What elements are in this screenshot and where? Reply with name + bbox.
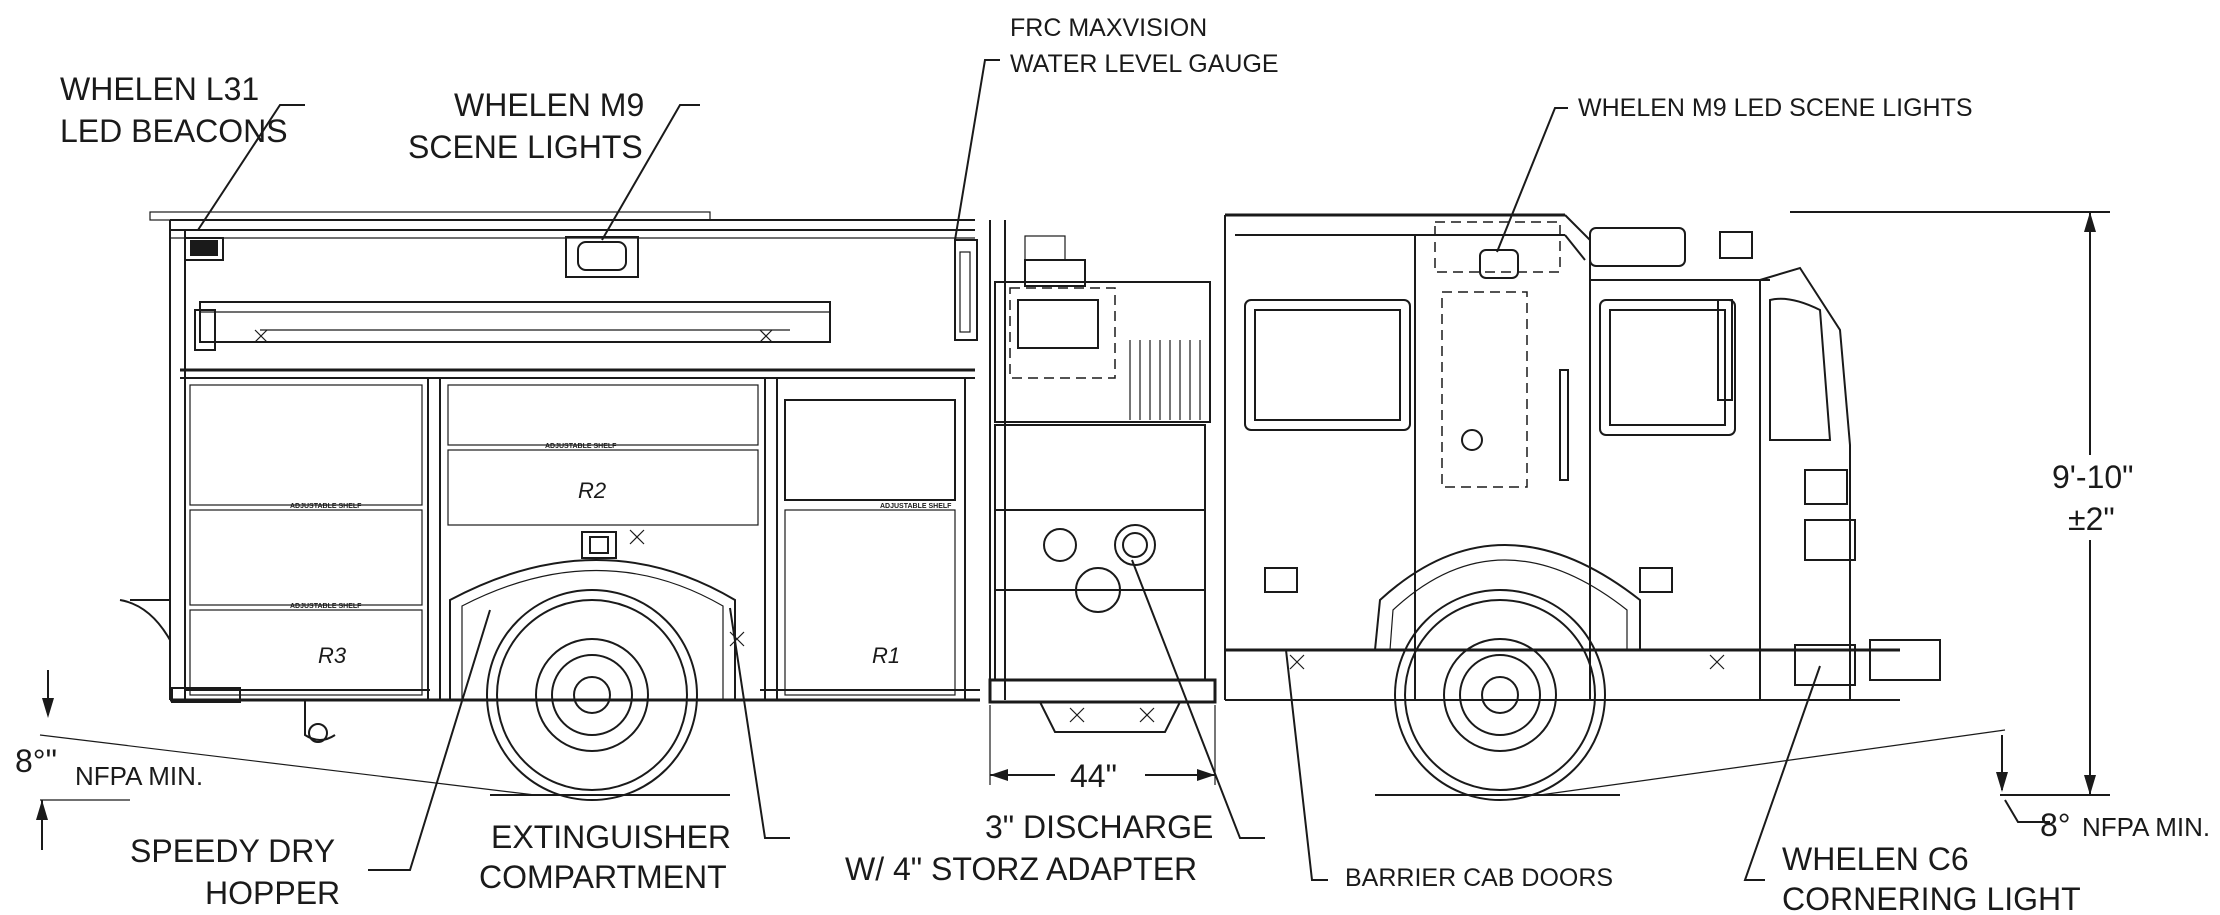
- extinguisher-label-line1: EXTINGUISHER: [491, 819, 731, 855]
- front-angle-note: NFPA MIN.: [2082, 812, 2210, 842]
- hatch-symbols: [254, 329, 1725, 723]
- l31-label-line2: LED BEACONS: [60, 113, 288, 149]
- m9-label-line2: SCENE LIGHTS: [408, 129, 643, 165]
- shelf-label-r3-lower: ADJUSTABLE SHELF: [290, 603, 362, 610]
- barrier-label: BARRIER CAB DOORS: [1345, 864, 1613, 892]
- dimension-labels: 9'-10" ±2" 8°" NFPA MIN. 8° NFPA MIN. 44…: [15, 459, 2210, 843]
- speedy-dry-label-line1: SPEEDY DRY: [130, 833, 335, 869]
- louver-grille: [1129, 340, 1201, 420]
- c6-label-line1: WHELEN C6: [1782, 841, 1969, 877]
- speedy-dry-label-line2: HOPPER: [205, 875, 340, 911]
- r3-label: R3: [318, 643, 347, 668]
- shelf-label-r1: ADJUSTABLE SHELF: [880, 503, 952, 510]
- leader-lines: [197, 59, 2050, 881]
- front-wheel: [1394, 589, 1606, 801]
- discharge-label-line1: 3" DISCHARGE: [985, 809, 1213, 845]
- width-44-value: 44": [1070, 758, 1117, 794]
- r1-label: R1: [872, 643, 900, 668]
- rear-angle-value: 8°": [15, 743, 57, 779]
- shelf-label-r2: ADJUSTABLE SHELF: [545, 443, 617, 450]
- front-angle-value: 8°: [2040, 807, 2071, 843]
- rear-body: [119, 211, 980, 743]
- frc-label-line2: WATER LEVEL GAUGE: [1010, 50, 1279, 78]
- shelf-label-r3-upper: ADJUSTABLE SHELF: [290, 503, 362, 510]
- width-44-dimension: [989, 705, 1216, 791]
- m9-label-line1: WHELEN M9: [454, 87, 644, 123]
- r2-label: R2: [578, 478, 606, 503]
- discharge-label-line2: W/ 4" STORZ ADAPTER: [845, 851, 1197, 887]
- ground-lines: [39, 729, 2006, 801]
- rear-angle-note: NFPA MIN.: [75, 761, 203, 791]
- height-dimension: [1790, 211, 2130, 796]
- l31-label-line1: WHELEN L31: [60, 71, 259, 107]
- m9-led-label: WHELEN M9 LED SCENE LIGHTS: [1578, 94, 1973, 122]
- height-value: 9'-10": [2052, 459, 2134, 495]
- compartment-labels: R2 R3 R1 ADJUSTABLE SHELF ADJUSTABLE SHE…: [290, 443, 952, 668]
- c6-label-line2: CORNERING LIGHT: [1782, 881, 2081, 915]
- rear-wheel: [486, 589, 698, 801]
- height-tolerance: ±2": [2068, 501, 2115, 537]
- frc-label-line1: FRC MAXVISION: [1010, 14, 1207, 42]
- pump-panel: [988, 220, 1217, 733]
- angle-arrows: [36, 670, 2008, 850]
- callout-labels: WHELEN L31 LED BEACONS WHELEN M9 SCENE L…: [60, 14, 2081, 915]
- cab: [1224, 213, 1941, 701]
- extinguisher-label-line2: COMPARTMENT: [479, 859, 727, 895]
